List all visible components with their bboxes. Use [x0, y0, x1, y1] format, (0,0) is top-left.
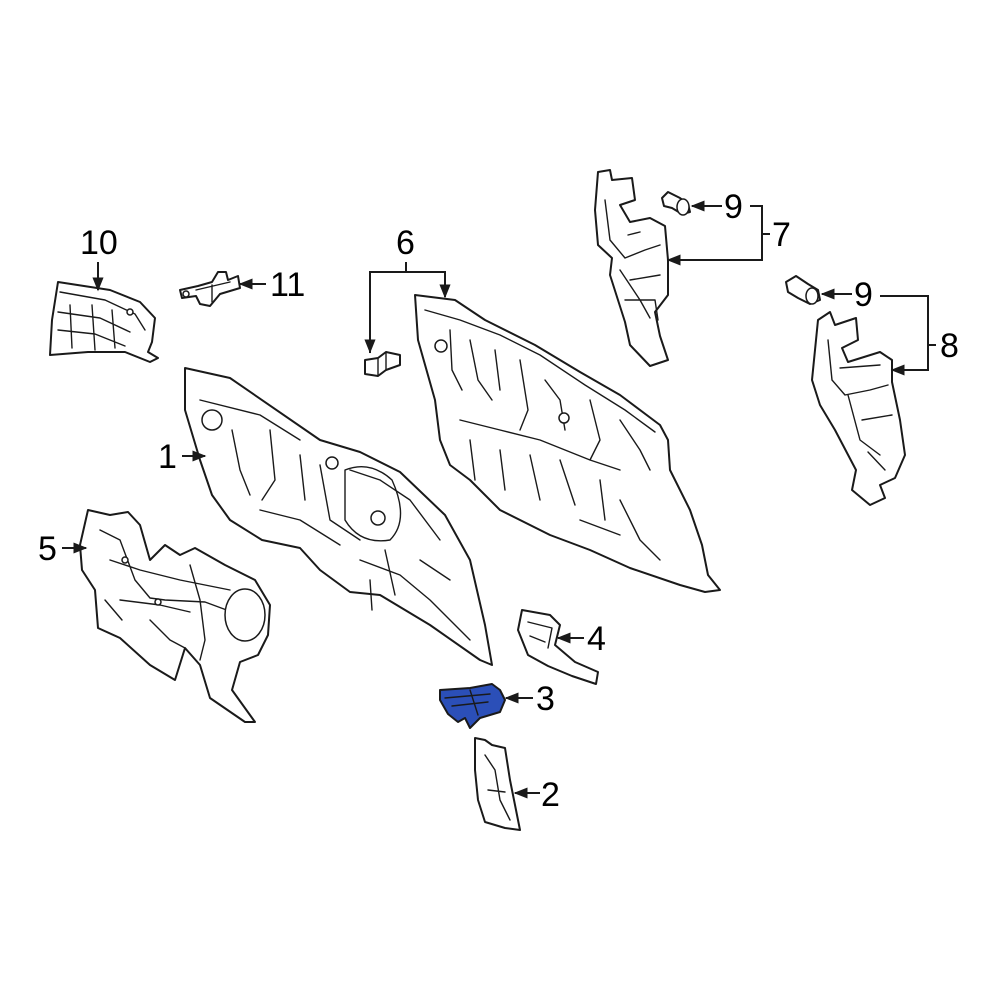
- part-6-dash-panel-right[interactable]: [414, 294, 721, 593]
- leader-8: [880, 295, 929, 376]
- leader-lines: [62, 200, 936, 799]
- part-11-small-bracket[interactable]: [179, 271, 241, 307]
- part-9-screw-lower[interactable]: [785, 275, 821, 305]
- callout-3: 3: [536, 680, 555, 718]
- callout-9-upper: 9: [724, 188, 743, 226]
- part-6-clip[interactable]: [364, 351, 401, 377]
- callout-4: 4: [587, 620, 606, 658]
- part-3-bracket-highlighted[interactable]: [439, 683, 506, 729]
- callout-5: 5: [38, 530, 57, 568]
- part-7-bracket[interactable]: [594, 169, 669, 367]
- callout-1: 1: [158, 438, 177, 476]
- part-9-screw-upper[interactable]: [661, 191, 691, 216]
- callout-10: 10: [80, 224, 118, 262]
- callout-7: 7: [772, 216, 791, 254]
- part-4-bracket[interactable]: [517, 609, 599, 685]
- part-8-bracket[interactable]: [811, 311, 906, 506]
- callout-11: 11: [270, 266, 305, 304]
- part-2-bracket[interactable]: [474, 737, 521, 831]
- part-5-insulator[interactable]: [79, 509, 271, 723]
- callout-9-lower: 9: [854, 276, 873, 314]
- callout-8: 8: [940, 327, 959, 365]
- callout-labels: 1 2 3 4 5 6 7 8 9 9 10 11: [38, 188, 959, 814]
- callout-2: 2: [541, 776, 560, 814]
- part-10-bracket[interactable]: [49, 281, 159, 363]
- callout-6: 6: [396, 224, 415, 262]
- part-1-dash-panel[interactable]: [184, 367, 493, 666]
